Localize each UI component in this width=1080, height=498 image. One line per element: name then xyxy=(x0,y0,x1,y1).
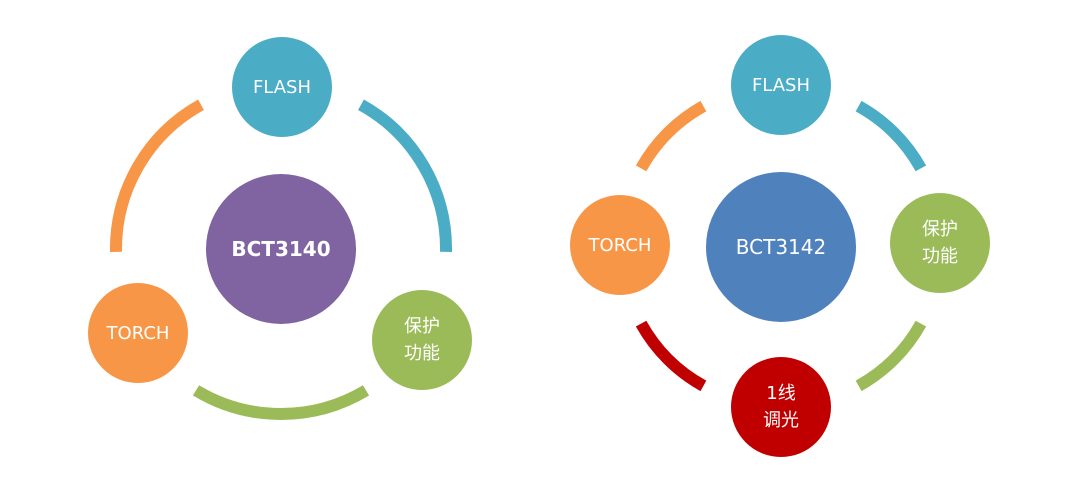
connector-arc-dimming-torch xyxy=(635,320,707,392)
node-label-line: TORCH xyxy=(106,322,170,344)
connector-arc-flash-protect xyxy=(358,99,453,253)
center-node-bct3142: BCT3142 xyxy=(706,172,856,322)
node-flash: FLASH xyxy=(232,37,332,137)
node-label-line: 功能 xyxy=(922,246,958,267)
node-flash: FLASH xyxy=(731,35,831,135)
node-label-line: 调光 xyxy=(763,410,799,431)
connector-arc-flash-protect xyxy=(855,100,927,172)
connector-arc-torch-flash xyxy=(635,100,707,172)
connector-arc-protect-dimming xyxy=(855,320,927,392)
node-label-line: FLASH xyxy=(252,76,312,98)
node-label-line: FLASH xyxy=(751,74,811,96)
node-protect: 保护 功能 xyxy=(890,193,990,293)
connector-arc-torch-flash xyxy=(109,99,204,253)
node-torch: TORCH xyxy=(88,283,188,383)
node-label-line: 功能 xyxy=(404,343,440,364)
node-protect: 保护 功能 xyxy=(372,290,472,390)
node-label-line: 1线 xyxy=(766,383,796,404)
node-torch: TORCH xyxy=(570,195,670,295)
connector-arc-protect-torch xyxy=(192,385,370,420)
node-dimming: 1线 调光 xyxy=(731,357,831,457)
node-label-line: 保护 xyxy=(404,316,440,337)
center-label: BCT3142 xyxy=(735,235,827,259)
center-label: BCT3140 xyxy=(231,237,331,261)
node-label-line: 保护 xyxy=(922,219,958,240)
node-label-line: TORCH xyxy=(588,234,652,256)
center-node-bct3140: BCT3140 xyxy=(206,174,356,324)
